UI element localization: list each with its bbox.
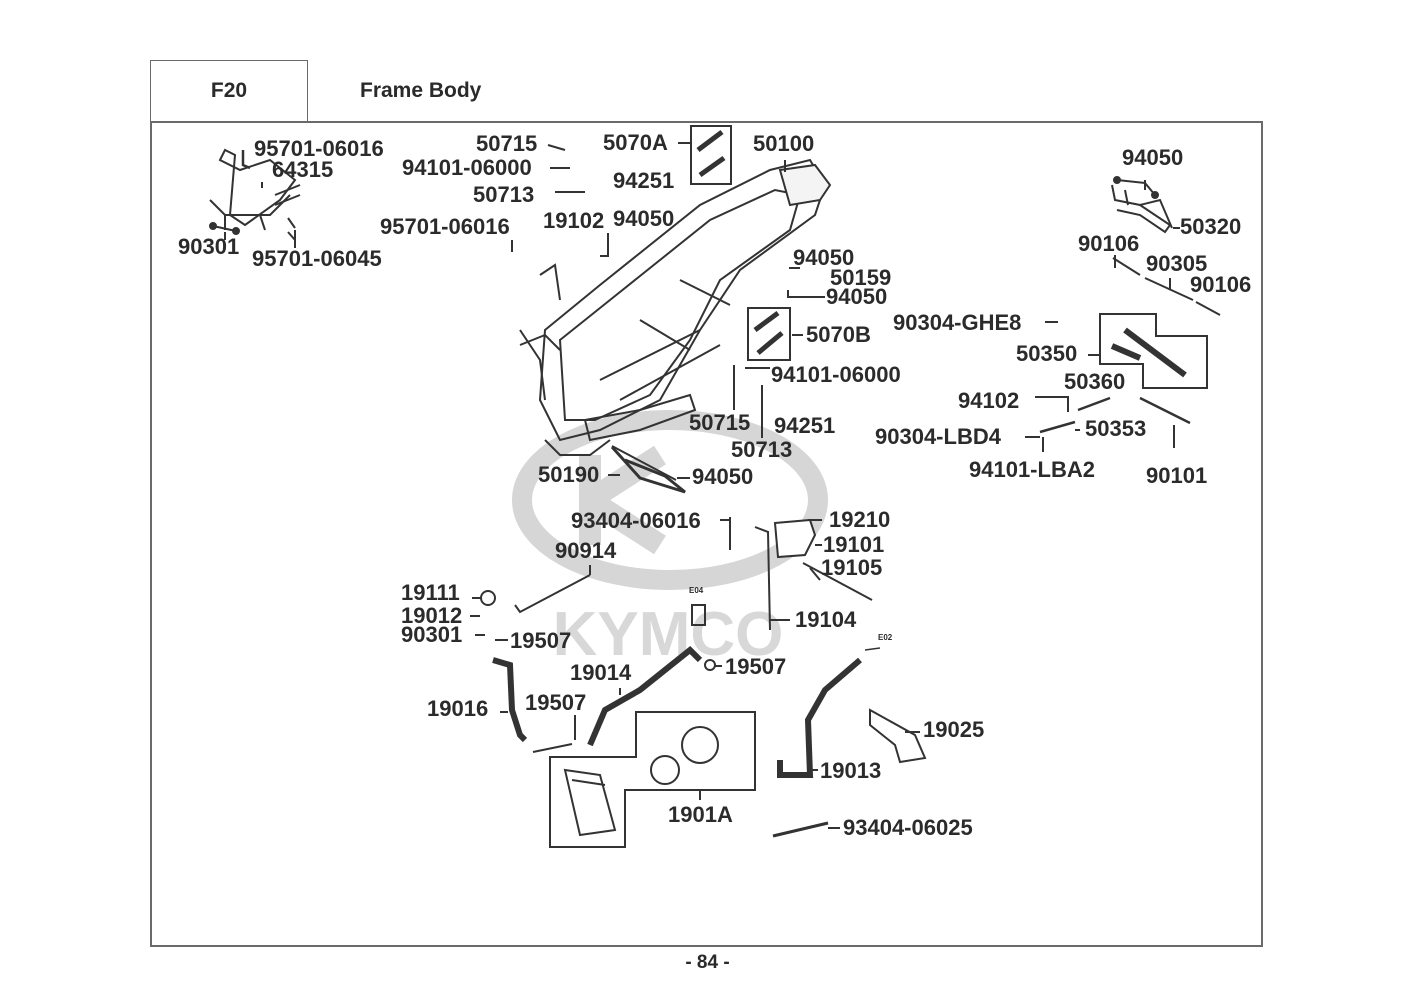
callout-label: 90914 <box>555 538 617 563</box>
callout-label: 50713 <box>473 182 535 207</box>
callout-label: 94050 <box>1122 145 1184 170</box>
callout-label: 19013 <box>820 758 882 783</box>
callout-label: 94050 <box>692 464 754 489</box>
callout-label: 90106 <box>1190 272 1252 297</box>
callout-label: 90101 <box>1146 463 1208 488</box>
cover-5070b-drawing <box>753 310 784 355</box>
callout-label: 94101-06000 <box>771 362 901 387</box>
callout-label: 19507 <box>510 628 572 653</box>
part-group-box-50350 <box>1099 313 1208 389</box>
callout-label: 94050 <box>793 245 855 270</box>
hose-19104-drawing <box>754 526 771 631</box>
callout-label: 95701-06016 <box>380 214 510 239</box>
watermark-k-mark <box>579 445 666 555</box>
callout-label: 64315 <box>272 157 334 182</box>
fan-blade-drawing <box>650 755 680 785</box>
callout-label: 50190 <box>538 462 600 487</box>
callout-label: 94251 <box>613 168 675 193</box>
fan-shroud-drawing <box>681 726 719 764</box>
clamp-19507-drawing <box>532 743 573 753</box>
hose-19014-drawing <box>587 645 703 747</box>
callout-label: 50715 <box>689 410 751 435</box>
callout-label: 19101 <box>823 532 885 557</box>
arrow-e02 <box>864 647 881 651</box>
callout-label: 50350 <box>1016 341 1078 366</box>
callout-label: 90304-GHE8 <box>893 310 1022 335</box>
page-number: - 84 - <box>685 952 730 973</box>
callout-label: 50353 <box>1085 416 1147 441</box>
callout-label: 19111 <box>401 580 460 605</box>
callout-label: 93404-06025 <box>843 815 973 840</box>
callout-label: 5070B <box>806 322 871 347</box>
frame-body-drawing <box>519 158 832 456</box>
section-code: F20 <box>150 60 308 121</box>
callout-label: 19104 <box>795 607 857 632</box>
callout-label: 93404-06016 <box>571 508 701 533</box>
callout-label: 19507 <box>525 690 587 715</box>
callout-label: 94050 <box>613 206 675 231</box>
callout-label: 90301 <box>178 234 240 259</box>
callout-label: 90106 <box>1078 231 1140 256</box>
connector-tag: E04 <box>689 586 704 595</box>
callout-label: 50320 <box>1180 214 1242 239</box>
callout-label: 94102 <box>958 388 1020 413</box>
callout-label: 50713 <box>731 437 793 462</box>
stand-pivot-50350-drawing <box>1110 327 1187 378</box>
callout-label: 19507 <box>725 654 787 679</box>
part-group-box-5070b <box>747 307 791 361</box>
callout-label: 94251 <box>774 413 836 438</box>
callout-label: 19016 <box>427 696 489 721</box>
thermostat-e04-drawing <box>691 604 706 626</box>
hose-90914-drawing <box>514 574 591 614</box>
section-title: Frame Body <box>360 78 482 102</box>
callout-label: 19014 <box>570 660 632 685</box>
cap-19111-drawing <box>480 590 496 606</box>
callout-label: 90304-LBD4 <box>875 424 1001 449</box>
part-group-box-5070a <box>690 125 732 185</box>
callout-label: 94101-LBA2 <box>969 457 1095 482</box>
strap-50190-drawing <box>610 445 686 494</box>
callout-label: 90305 <box>1146 251 1208 276</box>
callout-label: 95701-06045 <box>252 246 382 271</box>
callout-label: 19102 <box>543 208 605 233</box>
callout-label: 94101-06000 <box>402 155 532 180</box>
cover-19025-drawing <box>869 708 927 764</box>
bolt-93404-06025-drawing <box>772 821 829 838</box>
radiator-drawing <box>563 768 617 837</box>
callout-label: 19025 <box>923 717 985 742</box>
hose-19013-drawing <box>777 657 862 778</box>
bracket-64315-drawing <box>209 148 301 241</box>
callout-label: 50100 <box>753 131 815 156</box>
exploded-parts-diagram <box>150 121 1263 947</box>
reservoir-19101-drawing <box>773 518 817 559</box>
bolt-94050-drawing <box>611 445 677 481</box>
callout-label: 50715 <box>476 131 538 156</box>
callout-label: 19210 <box>829 507 891 532</box>
callout-label: 1901A <box>668 802 733 827</box>
callout-label: 19012 <box>401 603 463 628</box>
callout-label: 90301 <box>401 622 463 647</box>
callout-label: 19105 <box>821 555 883 580</box>
hose-19016-drawing <box>492 657 528 743</box>
connector-tag: E02 <box>878 633 893 642</box>
callout-label: 95701-06016 <box>254 136 384 161</box>
callout-label: 50159 <box>830 265 892 290</box>
leader-lines <box>224 142 1180 829</box>
cover-5070a-drawing <box>696 130 726 178</box>
callout-label: 94050 <box>826 284 888 309</box>
callout-label: 50360 <box>1064 369 1126 394</box>
section-header: F20 Frame Body <box>150 60 1263 122</box>
hose-19105-drawing <box>802 562 873 601</box>
watermark-text: KYMCO <box>553 600 784 669</box>
stand-hardware-drawing <box>1039 396 1191 434</box>
callout-label: 5070A <box>603 130 668 155</box>
part-group-box-1901a <box>549 711 756 848</box>
